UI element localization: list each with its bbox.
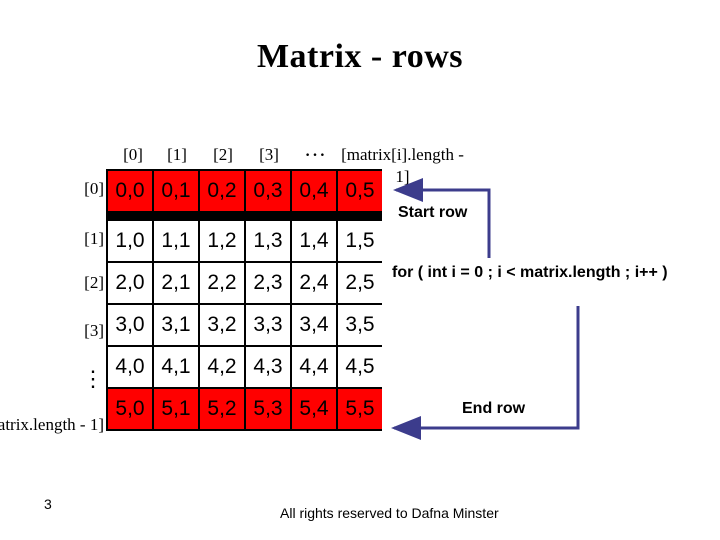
start-row-label: Start row (398, 204, 468, 221)
matrix-cell: 1,4 (292, 221, 336, 261)
column-header-ellipsis: … (304, 136, 326, 161)
slide-number: 3 (44, 496, 52, 512)
matrix-cell: 3,4 (292, 305, 336, 345)
matrix-cell: 0,0 (108, 171, 152, 211)
matrix-cell: 5,3 (246, 389, 290, 429)
matrix-cell: 1,0 (108, 221, 152, 261)
matrix-cell: 5,1 (154, 389, 198, 429)
matrix-cell: 5,4 (292, 389, 336, 429)
matrix-cell: 1,1 (154, 221, 198, 261)
row-header: [3] (84, 321, 104, 340)
row-header: [0] (84, 179, 104, 198)
matrix-cell: 2,0 (108, 263, 152, 303)
slide-title: Matrix - rows (256, 38, 464, 75)
column-header: [2] (213, 145, 233, 164)
matrix-cell: 5,0 (108, 389, 152, 429)
matrix-cell: 4,4 (292, 347, 336, 387)
row-header: [1] (84, 229, 104, 248)
matrix-cell: 4,2 (200, 347, 244, 387)
column-header: [1] (167, 145, 187, 164)
matrix-cell: 4,0 (108, 347, 152, 387)
end-row-arrow (391, 306, 580, 440)
matrix-cell: 0,1 (154, 171, 198, 211)
matrix-cell: 2,2 (200, 263, 244, 303)
loop-label: for ( int i = 0 ; i < matrix.length ; i+… (392, 264, 668, 281)
matrix-cell: 3,5 (338, 305, 382, 345)
end-row-label: End row (462, 400, 526, 417)
matrix-cell: 0,5 (338, 171, 382, 211)
matrix-cell: 0,3 (246, 171, 290, 211)
matrix-cell: 3,3 (246, 305, 290, 345)
matrix-cell: 0,2 (200, 171, 244, 211)
matrix-cell: 0,4 (292, 171, 336, 211)
matrix-cell: 1,5 (338, 221, 382, 261)
matrix-cell: 3,2 (200, 305, 244, 345)
footer-credit: All rights reserved to Dafna Minster (280, 505, 499, 521)
column-header: [3] (259, 145, 279, 164)
matrix-cell: 5,5 (338, 389, 382, 429)
matrix-cell: 4,1 (154, 347, 198, 387)
matrix-cell: 2,4 (292, 263, 336, 303)
matrix-cell: 4,3 (246, 347, 290, 387)
row-header-ellipsis: ⋮ (82, 366, 104, 391)
row-header: [2] (84, 273, 104, 292)
matrix-cell: 5,2 (200, 389, 244, 429)
matrix-cell: 2,1 (154, 263, 198, 303)
matrix-cell: 3,0 (108, 305, 152, 345)
matrix-cell: 2,3 (246, 263, 290, 303)
matrix-cell: 2,5 (338, 263, 382, 303)
start-row-arrow (393, 178, 491, 258)
matrix-cell: 1,3 (246, 221, 290, 261)
matrix-cell: 4,5 (338, 347, 382, 387)
matrix-cell: 3,1 (154, 305, 198, 345)
matrix-cell: 1,2 (200, 221, 244, 261)
row-header-last: [matrix.length - 1] (0, 415, 104, 434)
column-header: [0] (123, 145, 143, 164)
